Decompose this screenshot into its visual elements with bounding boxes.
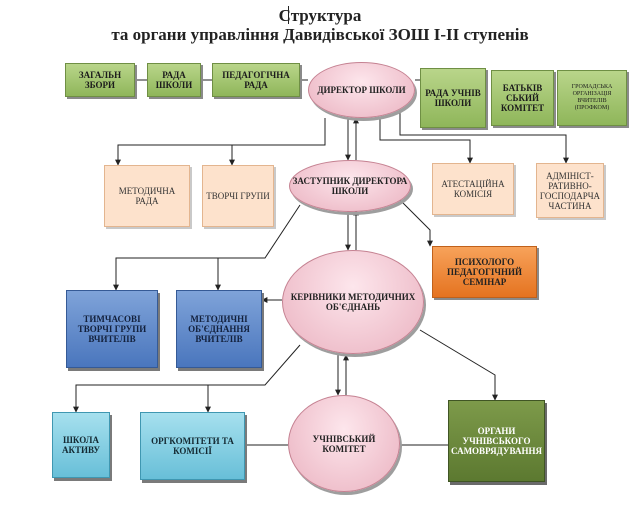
node-school-council: Рада школи <box>147 63 201 97</box>
link-heads-activist <box>73 344 301 413</box>
node-parent-committee: Батьків ський комітет <box>491 70 554 126</box>
node-psych-seminar: Психолого педагогічний семінар <box>432 246 537 298</box>
link-director-methodical-council <box>115 118 326 166</box>
node-director: Директор школи <box>308 62 415 118</box>
link-deputy-temp-groups <box>113 204 301 291</box>
node-deputy-director: Заступник директора школи <box>289 160 411 212</box>
node-trade-union: Громадська організація вчителів (профком… <box>557 70 627 126</box>
diagram-title: Структура <box>278 6 362 25</box>
node-methodical-associations: Методичні об'єднання вчителів <box>176 290 262 368</box>
node-admin-economic: Адмініст-ративно-господарча частина <box>536 163 604 218</box>
node-activist-school: Школа активу <box>52 412 110 478</box>
node-heads-methodical: Керівники методичних об'єднань <box>282 250 424 354</box>
node-student-committee: Учнівський комітет <box>288 395 400 492</box>
link-director-attestation <box>379 118 473 164</box>
node-temp-creative-groups: Тимчасові творчі групи вчителів <box>66 290 158 368</box>
node-student-council: Рада учнів школи <box>420 68 486 128</box>
node-org-committees: Оргкомітети та комісії <box>140 412 245 480</box>
link-heads-selfgov <box>419 329 498 401</box>
node-general-meeting: Загальн збори <box>65 63 135 97</box>
diagram-subtitle: та органи управління Давидівської ЗОШ І-… <box>111 25 529 44</box>
node-attestation-commission: Атестаційна комісія <box>432 163 514 215</box>
node-methodical-council: Методична рада <box>104 165 190 227</box>
node-pedagogical-council: Педагогічна рада <box>212 63 300 97</box>
link-deputy-psych <box>399 199 433 247</box>
node-student-self-government: Органи учнівського самоврядування <box>448 400 545 482</box>
link-director-admin <box>399 112 569 164</box>
text-cursor <box>288 6 289 24</box>
node-creative-groups: Творчі групи <box>202 165 274 227</box>
